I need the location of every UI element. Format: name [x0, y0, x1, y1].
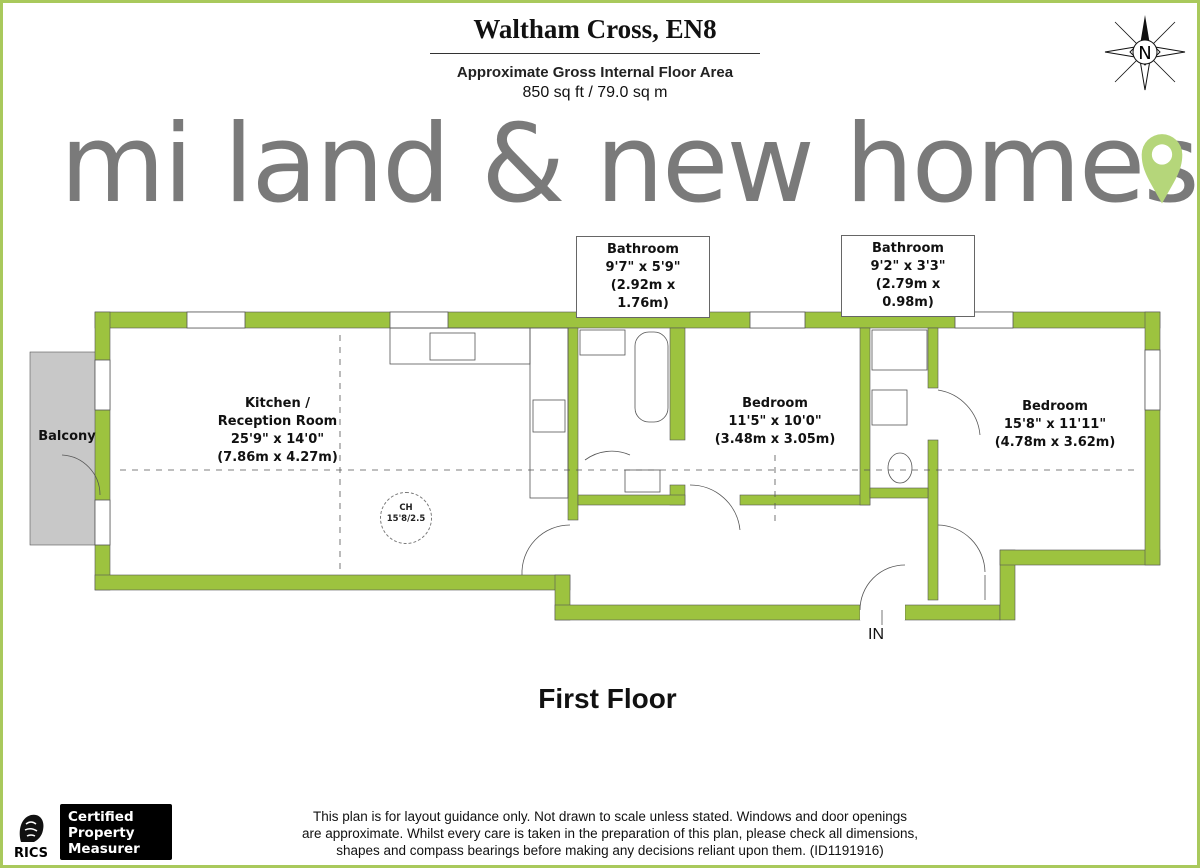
badge-line: Measurer: [68, 841, 140, 857]
room-dimensions-metric: (2.79m x 0.98m): [875, 277, 941, 310]
wall: [567, 327, 579, 521]
badge-line: Certified: [68, 809, 134, 825]
room-dimensions-metric: (4.78m x 3.62m): [994, 435, 1116, 450]
wall: [869, 487, 929, 499]
rics-logo-text: RICS: [14, 846, 48, 861]
balcony-area: [29, 351, 101, 546]
room-name: Bedroom: [742, 396, 808, 411]
room-dimensions-imperial: 9'7" x 5'9": [605, 260, 681, 275]
compass-north-label: N: [1138, 43, 1151, 64]
ch-label: CH: [399, 503, 413, 513]
wall: [904, 604, 1001, 621]
room-dimensions-metric: (7.86m x 4.27m): [217, 450, 338, 465]
rics-lion-icon: [19, 814, 44, 842]
wall: [927, 327, 939, 389]
room-dimensions-metric: (3.48m x 3.05m): [714, 432, 836, 447]
wall: [927, 439, 939, 601]
badge-line: Property: [68, 825, 135, 841]
room-dimensions-metric: (2.92m x 1.76m): [610, 278, 676, 311]
room-dimensions-imperial: 25'9" x 14'0": [230, 432, 325, 447]
wall: [999, 549, 1161, 566]
entrance-label: IN: [868, 626, 884, 643]
ceiling-height-marker: CH 15'8/2.5: [380, 492, 432, 544]
room-dimensions-imperial: 15'8" x 11'11": [1003, 417, 1107, 432]
room-dimensions-imperial: 11'5" x 10'0": [728, 414, 822, 429]
room-label-bathroom-2: Bathroom 9'2" x 3'3" (2.79m x 0.98m): [841, 235, 975, 317]
disclaimer-line: are approximate. Whilst every care is ta…: [301, 826, 919, 841]
room-dimensions-imperial: 9'2" x 3'3": [870, 259, 946, 274]
floor-label: First Floor: [538, 683, 677, 714]
disclaimer-line: shapes and compass bearings before makin…: [336, 843, 884, 858]
area-subtitle: Approximate Gross Internal Floor Area: [456, 64, 734, 81]
room-label-bathroom-1: Bathroom 9'7" x 5'9" (2.92m x 1.76m): [576, 236, 710, 318]
disclaimer: This plan is for layout guidance only. N…: [250, 808, 970, 859]
room-label-bedroom-2: Bedroom 15'8" x 11'11" (4.78m x 3.62m): [980, 398, 1130, 452]
room-label-bedroom-1: Bedroom 11'5" x 10'0" (3.48m x 3.05m): [700, 395, 850, 449]
room-name: Balcony: [38, 429, 96, 444]
map-pin-icon: [1141, 134, 1183, 204]
wall: [739, 494, 871, 506]
room-name: Bathroom: [872, 241, 944, 256]
compass-icon: N: [1104, 15, 1186, 91]
ch-value: 15'8/2.5: [386, 514, 426, 524]
wall: [94, 311, 111, 591]
wall: [859, 327, 871, 506]
floor-area: 850 sq ft / 79.0 sq m: [522, 84, 668, 101]
wall: [94, 574, 571, 591]
room-name: Bedroom: [1022, 399, 1088, 414]
wall: [577, 494, 686, 506]
room-label-kitchen: Kitchen / Reception Room 25'9" x 14'0" (…: [195, 395, 360, 467]
wall: [554, 604, 861, 621]
certified-property-measurer-badge: Certified Property Measurer: [60, 804, 172, 860]
room-name: Kitchen /: [244, 396, 311, 411]
wall: [669, 327, 686, 441]
room-name: Bathroom: [607, 242, 679, 257]
title-divider: [430, 53, 760, 54]
page-title: Waltham Cross, EN8: [473, 14, 717, 44]
room-label-balcony: Balcony: [35, 428, 99, 446]
room-name: Reception Room: [217, 414, 338, 429]
disclaimer-line: This plan is for layout guidance only. N…: [312, 809, 908, 824]
